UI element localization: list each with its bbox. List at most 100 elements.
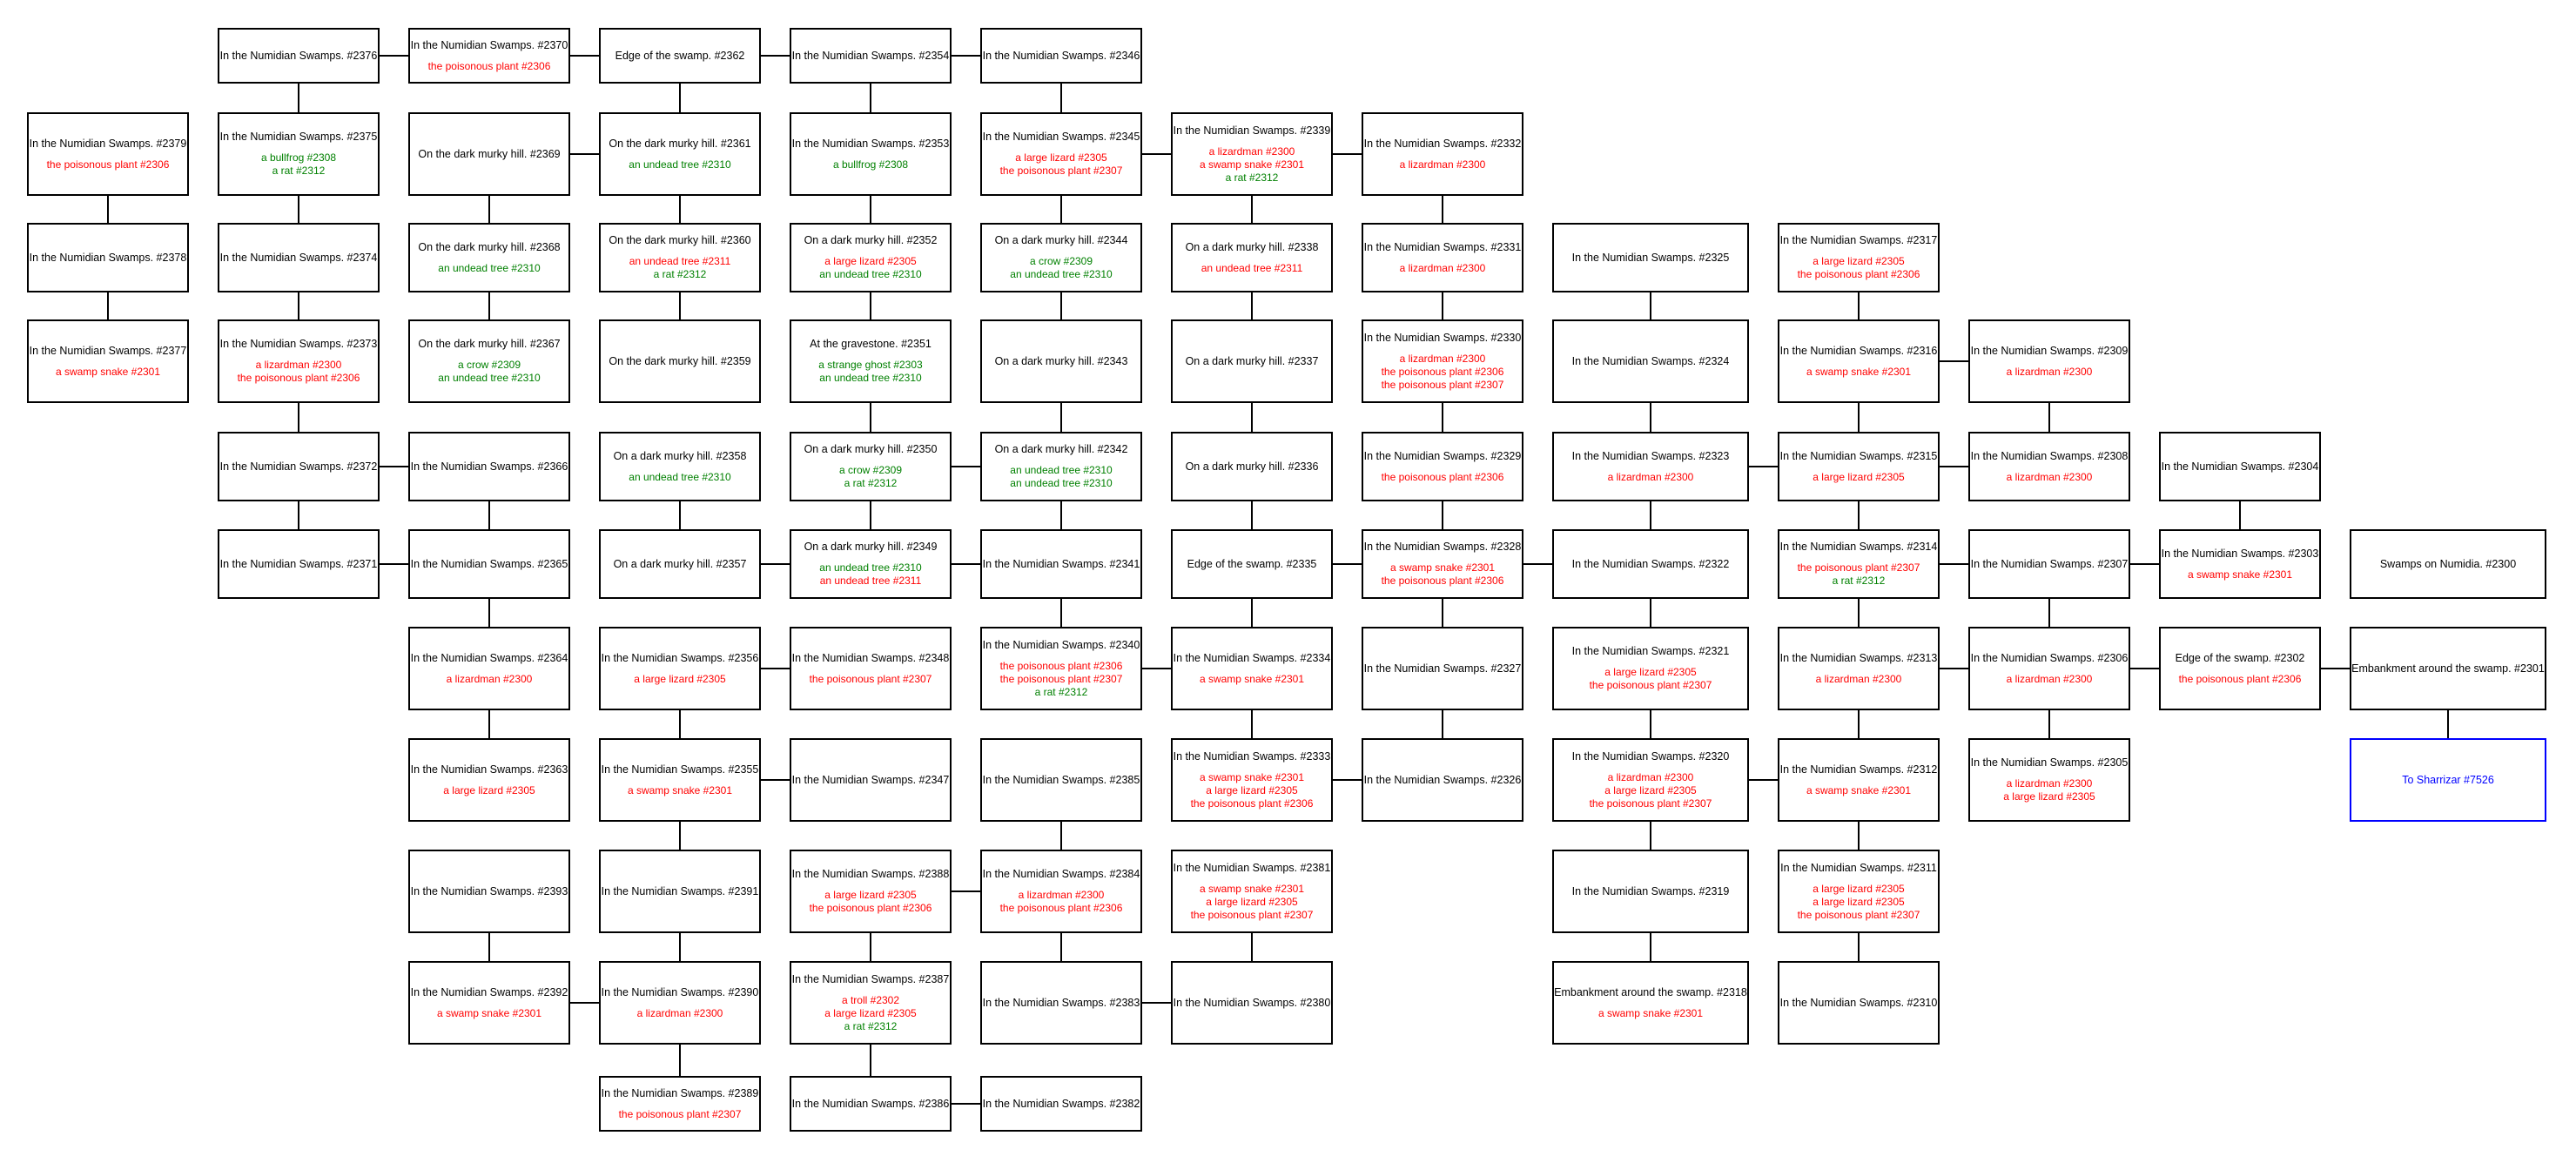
room-2366[interactable]: In the Numidian Swamps. #2366 xyxy=(408,432,570,501)
room-2335[interactable]: Edge of the swamp. #2335 xyxy=(1171,529,1333,599)
room-2354[interactable]: In the Numidian Swamps. #2354 xyxy=(790,28,952,84)
room-2337[interactable]: On a dark murky hill. #2337 xyxy=(1171,319,1333,403)
room-2382[interactable]: In the Numidian Swamps. #2382 xyxy=(980,1076,1142,1132)
room-2325[interactable]: In the Numidian Swamps. #2325 xyxy=(1552,223,1749,292)
room-2385[interactable]: In the Numidian Swamps. #2385 xyxy=(980,738,1142,822)
room-2365[interactable]: In the Numidian Swamps. #2365 xyxy=(408,529,570,599)
room-2374[interactable]: In the Numidian Swamps. #2374 xyxy=(218,223,380,292)
room-2310[interactable]: In the Numidian Swamps. #2310 xyxy=(1778,961,1940,1045)
hostile-mob: a lizardman #2300 xyxy=(1399,158,1486,171)
room-2301[interactable]: Embankment around the swamp. #2301 xyxy=(2350,627,2546,710)
room-2376[interactable]: In the Numidian Swamps. #2376 xyxy=(218,28,380,84)
room-title: In the Numidian Swamps. #2339 xyxy=(1173,124,1331,137)
room-2391[interactable]: In the Numidian Swamps. #2391 xyxy=(599,850,761,933)
room-2346[interactable]: In the Numidian Swamps. #2346 xyxy=(980,28,1142,84)
room-2380[interactable]: In the Numidian Swamps. #2380 xyxy=(1171,961,1333,1045)
room-2393[interactable]: In the Numidian Swamps. #2393 xyxy=(408,850,570,933)
room-2307[interactable]: In the Numidian Swamps. #2307 xyxy=(1968,529,2130,599)
room-2372[interactable]: In the Numidian Swamps. #2372 xyxy=(218,432,380,501)
hostile-mob: a swamp snake #2301 xyxy=(436,1006,542,1019)
room-2322[interactable]: In the Numidian Swamps. #2322 xyxy=(1552,529,1749,599)
room-2327[interactable]: In the Numidian Swamps. #2327 xyxy=(1362,627,1523,710)
room-2359[interactable]: On the dark murky hill. #2359 xyxy=(599,319,761,403)
room-2383[interactable]: In the Numidian Swamps. #2383 xyxy=(980,961,1142,1045)
room-2386[interactable]: In the Numidian Swamps. #2386 xyxy=(790,1076,952,1132)
room-2336[interactable]: On a dark murky hill. #2336 xyxy=(1171,432,1333,501)
room-2304[interactable]: In the Numidian Swamps. #2304 xyxy=(2159,432,2321,501)
room-2362[interactable]: Edge of the swamp. #2362 xyxy=(599,28,761,84)
room-title: In the Numidian Swamps. #2365 xyxy=(410,557,568,570)
room-2326[interactable]: In the Numidian Swamps. #2326 xyxy=(1362,738,1523,822)
room-2369[interactable]: On the dark murky hill. #2369 xyxy=(408,112,570,196)
room-2324[interactable]: In the Numidian Swamps. #2324 xyxy=(1552,319,1749,403)
room-2357[interactable]: On a dark murky hill. #2357 xyxy=(599,529,761,599)
room-2341[interactable]: In the Numidian Swamps. #2341 xyxy=(980,529,1142,599)
room-2300[interactable]: Swamps on Numidia. #2300 xyxy=(2350,529,2546,599)
room-2347[interactable]: In the Numidian Swamps. #2347 xyxy=(790,738,952,822)
room-2371[interactable]: In the Numidian Swamps. #2371 xyxy=(218,529,380,599)
room-2343[interactable]: On a dark murky hill. #2343 xyxy=(980,319,1142,403)
exit-room-7526[interactable]: To Sharrizar #7526 xyxy=(2350,738,2546,822)
room-2378[interactable]: In the Numidian Swamps. #2378 xyxy=(27,223,189,292)
room-2319[interactable]: In the Numidian Swamps. #2319 xyxy=(1552,850,1749,933)
